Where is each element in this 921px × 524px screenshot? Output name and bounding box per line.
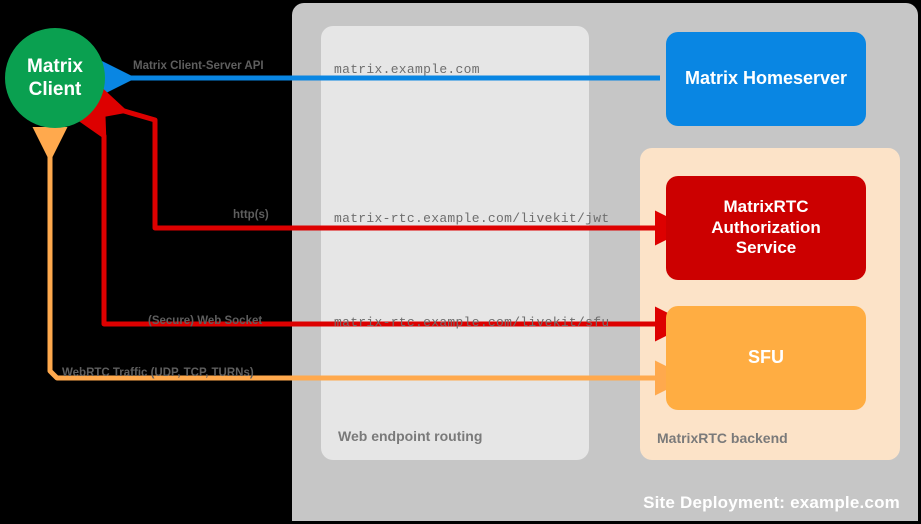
node-matrix-homeserver[interactable]: Matrix Homeserver — [666, 32, 866, 126]
edge-label-client-server-api: Matrix Client-Server API — [133, 60, 264, 72]
endpoint-label-livekit-sfu: matrix-rtc.example.com/livekit/sfu — [334, 315, 610, 330]
authorization-service-label-line2: Authorization — [711, 217, 821, 237]
node-matrix-client[interactable]: Matrix Client — [5, 28, 105, 128]
sfu-label: SFU — [748, 347, 784, 368]
authorization-service-label-line1: MatrixRTC — [723, 196, 809, 216]
matrix-homeserver-label: Matrix Homeserver — [684, 68, 848, 89]
edge-label-webrtc-traffic: WebRTC Traffic (UDP, TCP, TURNs) — [62, 367, 254, 379]
matrix-client-label-line1: Matrix — [27, 55, 83, 77]
endpoint-label-livekit-jwt: matrix-rtc.example.com/livekit/jwt — [334, 211, 610, 226]
matrix-client-label-line2: Client — [28, 79, 82, 100]
edge-livekit-jwt — [90, 85, 690, 246]
site-deployment-label: Site Deployment: example.com — [643, 493, 900, 512]
edge-label-websocket: (Secure) Web Socket — [148, 315, 263, 327]
matrixrtc-backend-label: MatrixRTC backend — [657, 430, 788, 446]
authorization-service-label-line3: Service — [735, 238, 797, 258]
node-sfu[interactable]: SFU — [666, 306, 866, 410]
node-matrixrtc-authorization-service[interactable]: MatrixRTC Authorization Service — [666, 176, 866, 280]
edge-label-http: http(s) — [233, 209, 269, 221]
endpoint-label-matrix: matrix.example.com — [334, 62, 480, 77]
edge-webrtc-media — [32, 127, 690, 396]
web-endpoint-routing-label: Web endpoint routing — [338, 428, 483, 444]
